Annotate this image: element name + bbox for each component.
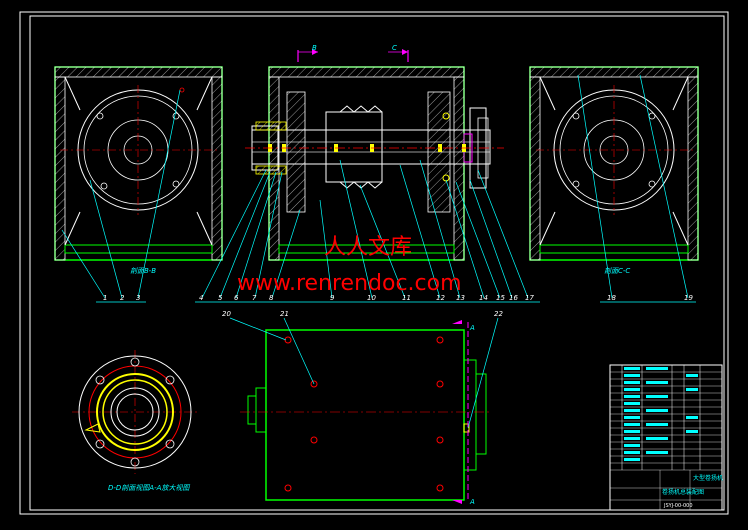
part-label: 2 <box>120 294 125 302</box>
svg-text:A: A <box>469 498 475 506</box>
part-label: 4 <box>199 294 203 302</box>
part-label: 9 <box>330 294 335 302</box>
svg-text:B: B <box>312 44 317 52</box>
section-markers: B C <box>297 44 409 62</box>
part-number-labels: 1 2 3 4 5 6 7 8 9 10 11 12 13 14 15 16 1… <box>103 294 693 318</box>
bottom-left-detail-view: D-D剖面视图A-A放大视图 <box>72 350 198 492</box>
leader-lines <box>61 74 696 303</box>
part-label: 11 <box>402 294 411 302</box>
right-section-label: 剖面C-C <box>604 267 630 275</box>
part-label: 18 <box>607 294 616 302</box>
watermark-chinese: 人人文库 <box>324 235 412 260</box>
bottom-left-label: D-D剖面视图A-A放大视图 <box>108 484 190 492</box>
bottom-top-view: A A <box>229 317 499 506</box>
svg-text:A: A <box>469 324 475 332</box>
part-label: 7 <box>252 294 257 302</box>
part-label: 6 <box>234 294 239 302</box>
left-section-view: 剖面B-B <box>54 66 223 275</box>
watermark-url: www.renrendoc.com <box>237 271 462 296</box>
title-block-title: 大型卷扬机 <box>693 474 723 482</box>
right-section-view: 剖面C-C <box>529 66 699 275</box>
part-label: 13 <box>456 294 465 302</box>
part-label: 12 <box>436 294 445 302</box>
part-label: 22 <box>494 310 503 318</box>
part-label: 15 <box>496 294 505 302</box>
part-label: 19 <box>684 294 693 302</box>
title-block: 大型卷扬机 卷扬机总装配图 JSYJ-00-000 <box>609 364 723 511</box>
part-label: 17 <box>525 294 534 302</box>
title-block-drawing-no: JSYJ-00-000 <box>663 503 693 509</box>
outer-sheet-border <box>19 11 729 515</box>
part-label: 20 <box>222 310 231 318</box>
part-label: 3 <box>136 294 140 302</box>
part-label: 16 <box>509 294 518 302</box>
center-section-view <box>245 66 504 261</box>
part-label: 14 <box>479 294 488 302</box>
part-label: 8 <box>269 294 274 302</box>
part-label: 21 <box>280 310 289 318</box>
part-label: 5 <box>218 294 223 302</box>
svg-text:C: C <box>392 44 397 52</box>
part-label: 1 <box>103 294 107 302</box>
part-label: 10 <box>367 294 376 302</box>
title-block-subtitle: 卷扬机总装配图 <box>662 488 704 496</box>
inner-sheet-border <box>29 15 725 511</box>
watermark: 人人文库 www.renrendoc.com <box>237 235 462 296</box>
